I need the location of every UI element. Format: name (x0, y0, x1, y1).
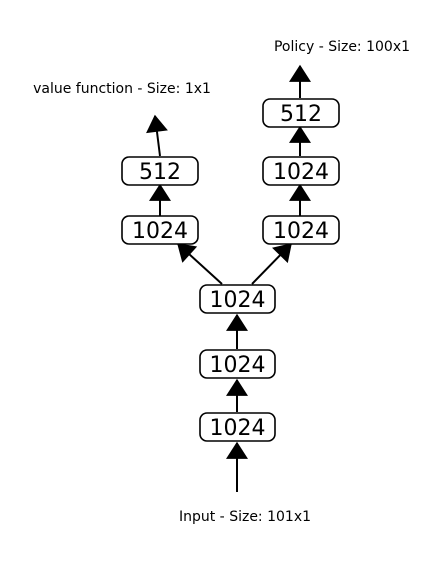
node-label: 1024 (210, 288, 266, 313)
arrow-value-2-output (146, 114, 168, 157)
node-policy-1: 1024 (262, 215, 340, 245)
node-label: 1024 (210, 353, 266, 378)
node-label: 512 (280, 102, 322, 127)
policy-output-label: Policy - Size: 100x1 (274, 39, 410, 55)
edges (146, 64, 311, 492)
node-label: 1024 (273, 219, 329, 244)
node-value-1: 1024 (121, 215, 199, 245)
arrow-shared-3-to-value-1 (177, 243, 223, 285)
value-output-label: value function - Size: 1x1 (33, 81, 211, 97)
node-label: 512 (139, 160, 181, 185)
node-value-2: 512 (121, 156, 199, 186)
input-label: Input - Size: 101x1 (179, 509, 311, 525)
node-policy-2: 1024 (262, 156, 340, 186)
arrow-shared-3-to-policy-1 (251, 243, 292, 285)
node-label: 1024 (273, 160, 329, 185)
node-shared-1: 1024 (199, 412, 276, 442)
node-policy-3: 512 (262, 98, 340, 128)
node-shared-3: 1024 (199, 284, 276, 314)
node-label: 1024 (210, 416, 266, 441)
node-shared-2: 1024 (199, 349, 276, 379)
node-label: 1024 (132, 219, 188, 244)
